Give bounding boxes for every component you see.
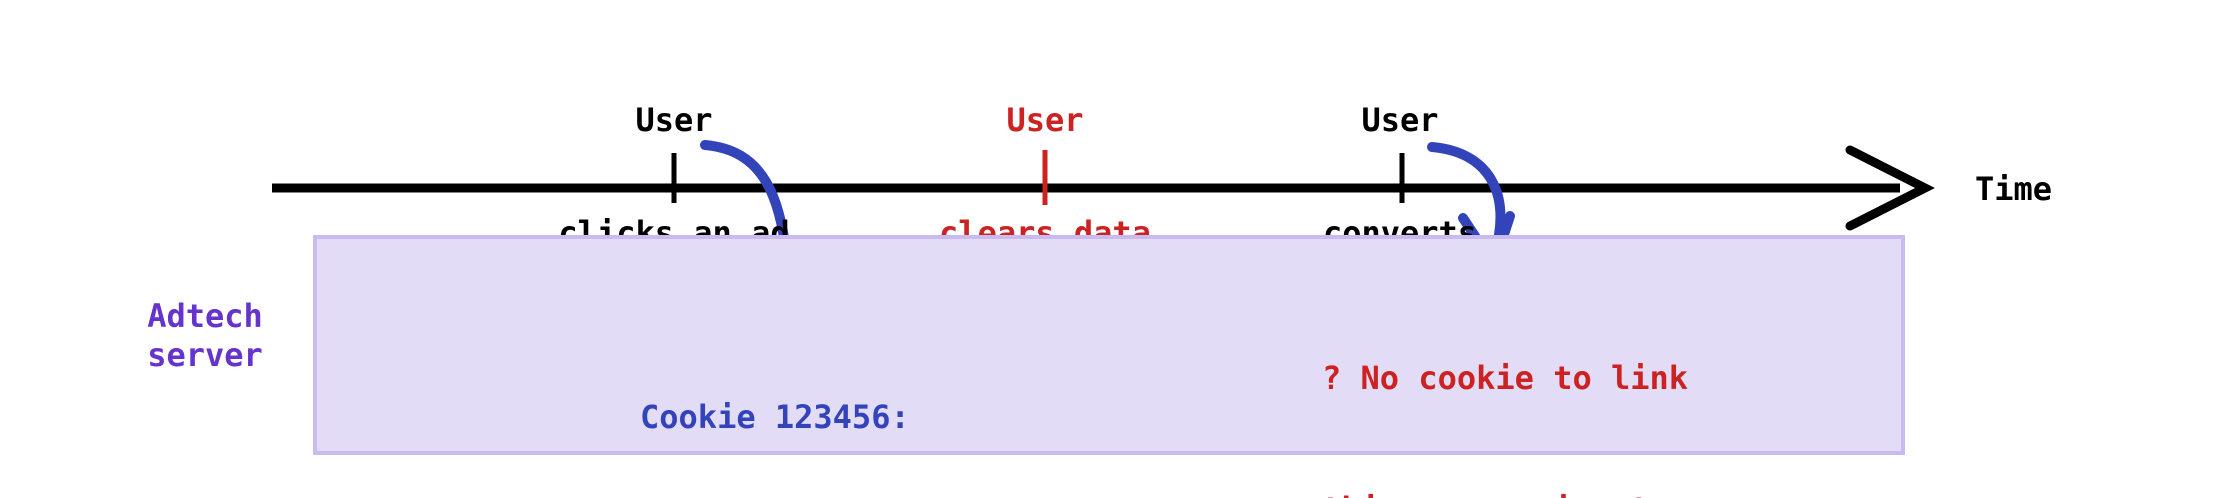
adtech-server-band <box>313 235 1905 455</box>
adtech-server-label: Adtech server <box>105 297 305 375</box>
adtech-server-label-line2: server <box>147 336 263 375</box>
arrow-converts-to-failure <box>1427 142 1506 258</box>
timeline-event-click-line1: User <box>635 100 713 139</box>
cookie-note: Cookie 123456: Ad clicked <box>640 315 910 498</box>
timeline-event-converts-line1: User <box>1361 100 1439 139</box>
failure-note: ? No cookie to link this conversion to ⇒… <box>1322 270 1688 498</box>
timeline-axis-label: Time <box>1975 170 2053 208</box>
timeline-event-clear-line1: User <box>1006 100 1084 139</box>
adtech-server-label-line1: Adtech <box>147 297 263 335</box>
timeline-arrowhead-icon <box>1845 145 1935 231</box>
failure-note-line2: this conversion to <box>1322 488 1688 498</box>
failure-note-line1: ? No cookie to link <box>1322 359 1689 398</box>
cookie-note-line1: Cookie 123456: <box>640 397 910 436</box>
